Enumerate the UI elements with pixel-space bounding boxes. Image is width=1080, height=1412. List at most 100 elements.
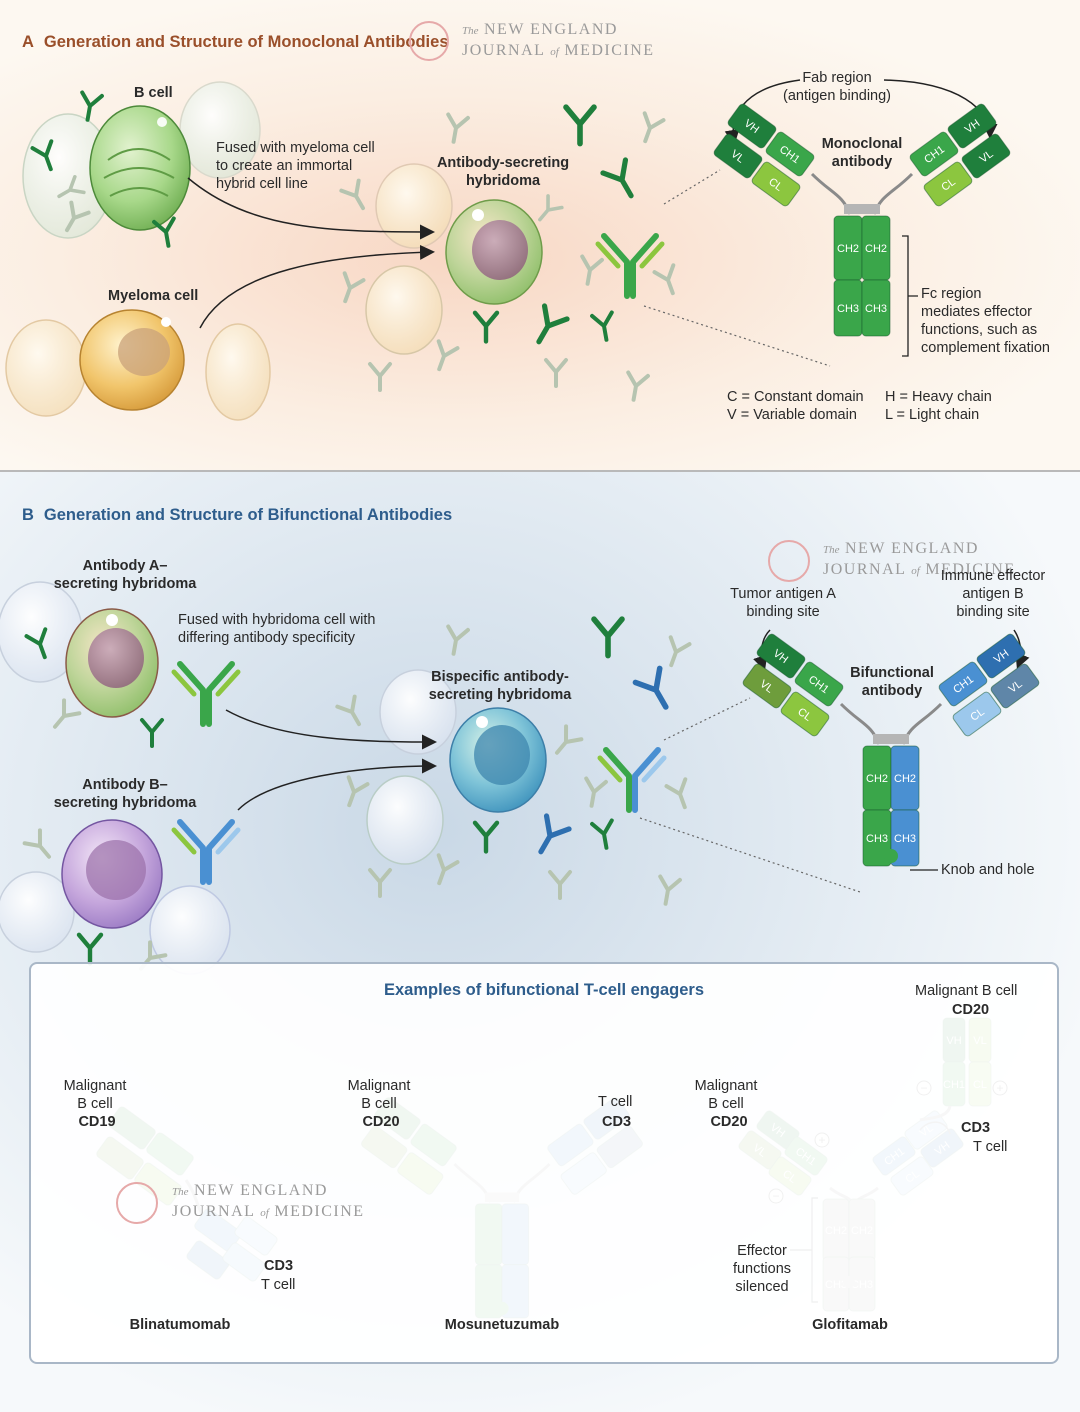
- panel-b-letter: B: [22, 506, 34, 524]
- watermark-line1: NEW ENGLAND: [484, 21, 618, 38]
- disulfide-bond: [873, 734, 909, 744]
- zoom-line: [639, 817, 861, 893]
- mini-antibody-icon: [368, 362, 392, 392]
- mini-antibody-icon: [472, 310, 500, 344]
- mini-antibody-shape: [342, 271, 366, 304]
- mini-antibody-icon: [76, 932, 104, 966]
- mini-antibody-icon: [536, 303, 570, 345]
- vl-domain: VL: [990, 663, 1040, 709]
- ch3-domain-label: CH3: [837, 303, 859, 315]
- fc-bracket: [902, 235, 918, 357]
- ch3-domain: CH3: [890, 809, 920, 867]
- panel-a-letter: A: [22, 33, 34, 51]
- floating-antibodies: [22, 90, 692, 971]
- mini-antibody-icon: [472, 820, 500, 854]
- mini-antibody-shape: [664, 777, 688, 810]
- mini-antibody-icon: [563, 104, 597, 147]
- antibody-a-cell-group: [0, 581, 159, 718]
- mini-antibody-icon: [632, 665, 669, 710]
- cell-highlight: [161, 317, 171, 327]
- mini-antibody-shape: [368, 868, 392, 898]
- mini-antibody-icon: [368, 868, 392, 898]
- ch2-domain: CH2: [890, 745, 920, 811]
- mini-antibody-shape: [668, 635, 692, 668]
- mini-antibody-shape: [590, 818, 614, 850]
- watermark-the: The: [462, 25, 479, 37]
- antibody-light-right: [215, 669, 241, 697]
- ch1-domain: CH1: [794, 661, 844, 707]
- blin-malignant-label: Malignant B cell: [63, 1078, 127, 1112]
- knob: [884, 849, 898, 863]
- watermark-journal: JOURNAL: [172, 1203, 255, 1220]
- mini-antibody-shape: [590, 310, 614, 342]
- mini-antibody-icon: [555, 724, 584, 755]
- watermark-line1: NEW ENGLAND: [845, 540, 979, 557]
- mini-antibody-icon: [580, 254, 604, 286]
- vh-domain: VH: [727, 103, 777, 149]
- watermark-journal: JOURNAL: [823, 561, 906, 578]
- nejm-seal-icon: [116, 1182, 158, 1224]
- mini-antibody-icon: [600, 157, 634, 199]
- ghost-cell: [0, 871, 75, 953]
- fusion-arrow: [187, 177, 435, 240]
- mini-antibody-shape: [339, 178, 365, 211]
- mosun-tcell-label: T cell: [598, 1094, 633, 1110]
- vh-domain: VH: [756, 633, 806, 679]
- watermark-the: The: [172, 1186, 189, 1198]
- cl-domain: CL: [952, 691, 1002, 737]
- immune-site-label: Immune effector antigen B binding site: [940, 568, 1046, 620]
- antibody-light-left: [597, 755, 623, 783]
- mini-antibody-icon: [57, 175, 86, 199]
- cl-domain: CL: [751, 161, 801, 207]
- antibody-heavy-right: [632, 747, 661, 813]
- vh-domain: VH: [976, 633, 1026, 679]
- vl-domain-shape: [713, 133, 763, 179]
- ghost-cell: [366, 775, 444, 865]
- monoclonal-antibody-label: Monoclonal antibody: [821, 136, 903, 170]
- glofit-cd20-top-label: CD20: [952, 1002, 990, 1018]
- mini-antibody-icon: [668, 635, 692, 668]
- myeloma-cell-label: Myeloma cell: [108, 288, 199, 304]
- watermark-of: of: [550, 46, 559, 58]
- mini-antibody-shape: [53, 698, 82, 729]
- hybridoma-nucleus: [474, 725, 530, 785]
- mini-antibody-shape: [80, 90, 104, 122]
- b-cell-label: B cell: [134, 85, 173, 101]
- ch2-domain: CH2: [861, 215, 891, 281]
- mini-antibody-shape: [335, 694, 361, 727]
- ch3-domain-label: CH3: [894, 833, 916, 845]
- cell-highlight: [472, 209, 484, 221]
- b-cell-er: [103, 148, 175, 197]
- mini-antibody-shape: [652, 263, 676, 296]
- antibody-heavy-right: [630, 233, 659, 299]
- cl-domain-shape: [780, 691, 830, 737]
- fab-region-label: Fab region (antigen binding): [782, 70, 892, 104]
- antibody-light-right: [641, 755, 667, 783]
- b-cell-group: [22, 81, 261, 239]
- mini-antibody-shape: [642, 111, 666, 144]
- mini-antibody-icon: [342, 271, 366, 304]
- antibody-heavy-left: [177, 819, 206, 885]
- bispecific-label: Bispecific antibody- secreting hybridoma: [428, 669, 572, 703]
- zoom-line: [643, 305, 831, 367]
- ch1-domain-shape: [765, 131, 815, 177]
- examples-title: Examples of bifunctional T-cell engagers: [384, 981, 704, 999]
- myeloma-cell-group: [5, 309, 271, 421]
- cl-domain-shape: [952, 691, 1002, 737]
- secreted-antibody-icon: [597, 747, 667, 813]
- antibody-light-left: [171, 669, 197, 697]
- cell-highlight: [476, 716, 488, 728]
- ch2-domain: CH2: [862, 745, 892, 811]
- blin-cd3-label: CD3: [264, 1258, 294, 1274]
- bifunctional-antibody-label: Bifunctional antibody: [850, 665, 934, 699]
- ghost-cell: [5, 319, 87, 417]
- secreted-antibody-icon: [171, 819, 241, 885]
- cl-domain-shape: [751, 161, 801, 207]
- mini-antibody-icon: [53, 698, 82, 729]
- fusion-arrow: [237, 758, 437, 811]
- mini-antibody-shape: [22, 828, 51, 859]
- antibody-heavy-right: [206, 661, 235, 727]
- mini-antibody-shape: [591, 616, 625, 659]
